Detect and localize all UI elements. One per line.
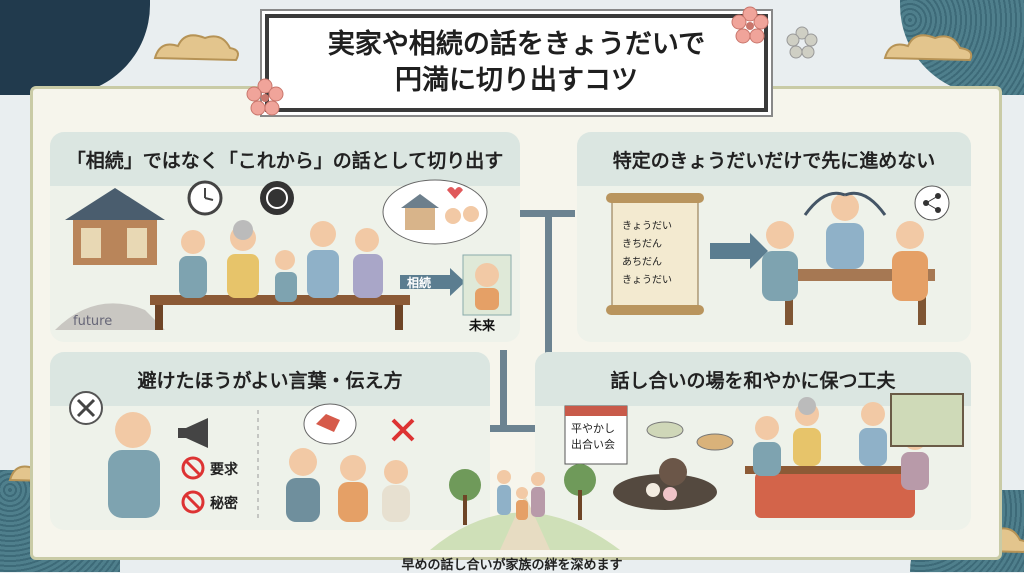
- avoid-item: 要求: [210, 461, 239, 478]
- family-crest-icon: [260, 181, 294, 215]
- clock-icon: [187, 180, 223, 216]
- path-label: future: [73, 314, 112, 329]
- panel3-illustration: 要求 秘密: [69, 391, 415, 522]
- scroll-line: きょうだい: [622, 220, 672, 232]
- megaphone-icon: [178, 418, 208, 448]
- panel2-illustration: きょうだい きちだん あちだん きょうだい: [606, 185, 950, 325]
- walking-family-illustration: [430, 464, 620, 550]
- title-line-2: 円満に切り出すコツ: [395, 65, 638, 96]
- cross-icon: [69, 391, 103, 425]
- cloud-icon: [883, 34, 973, 62]
- prohibit-icon: [181, 490, 205, 514]
- future-label: 未来: [468, 318, 496, 334]
- footer-message: 早めの話し合いが家族の絆を深めます: [401, 558, 623, 573]
- connector-path: [490, 425, 535, 432]
- sakura-icon: [786, 26, 818, 59]
- title-box: 実家や相続の話をきょうだいで 円満に切り出すコツ: [265, 14, 768, 112]
- scroll-line: きちだん: [622, 238, 662, 250]
- connector-path: [500, 350, 507, 430]
- family-group: [179, 220, 383, 302]
- prohibit-icon: [181, 456, 205, 480]
- connector-path: [545, 210, 552, 355]
- scroll-line: きょうだい: [622, 274, 672, 286]
- arrow-label: 相続: [407, 275, 431, 290]
- wave-pattern-top-left: [0, 0, 150, 95]
- sakura-icon: [246, 78, 284, 116]
- title-line-1: 実家や相続の話をきょうだいで: [327, 29, 706, 60]
- cloud-icon: [153, 34, 239, 62]
- calendar-line: 平やかし: [571, 422, 615, 435]
- panel-heading: 避けたほうがよい言葉・伝え方: [50, 352, 490, 406]
- sakura-icon: [731, 6, 769, 44]
- scroll-line: あちだん: [622, 256, 662, 268]
- panel-heading: 特定のきょうだいだけで先に進めない: [577, 132, 971, 186]
- panel1-illustration: future 相続 未来: [55, 179, 512, 334]
- avoid-item: 秘密: [210, 495, 238, 512]
- panel4-illustration: 平やかし 出合い会: [564, 393, 964, 518]
- share-icon: [914, 185, 950, 221]
- calendar-line: 出合い会: [571, 437, 615, 451]
- panel-heading: 「相続」ではなく「これから」の話として切り出す: [50, 132, 520, 186]
